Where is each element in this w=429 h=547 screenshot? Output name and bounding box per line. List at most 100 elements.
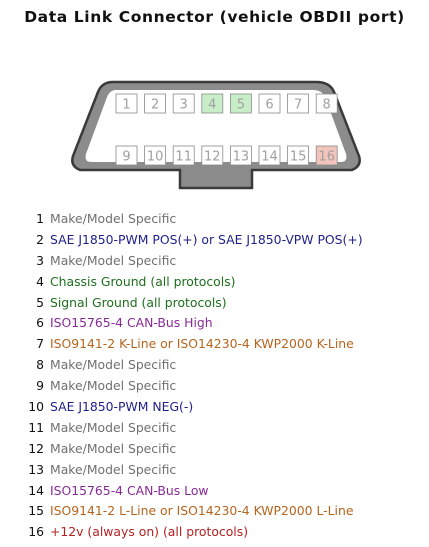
pin-8: 8 xyxy=(315,93,338,114)
legend-row: 12 Make/Model Specific xyxy=(28,438,363,459)
pin-slot xyxy=(287,145,310,166)
pin-16: 16 xyxy=(315,145,338,166)
pin-number: 3 xyxy=(36,252,44,268)
pin-number-label: 11 xyxy=(175,150,192,165)
pin-number-label: 9 xyxy=(122,150,130,165)
legend-row: 8 Make/Model Specific xyxy=(28,354,363,375)
pin-number-label: 3 xyxy=(180,98,188,113)
pin-number: 7 xyxy=(36,336,44,352)
pin-description: Make/Model Specific xyxy=(50,378,177,394)
pin-number: 14 xyxy=(28,482,44,498)
pin-slot xyxy=(172,93,195,114)
pin-description: Chassis Ground (all protocols) xyxy=(50,273,236,289)
pin-description: Signal Ground (all protocols) xyxy=(50,294,227,310)
pin-slot xyxy=(229,93,252,114)
legend-row: 1 Make/Model Specific xyxy=(28,208,363,229)
legend-row: 14 ISO15765-4 CAN-Bus Low xyxy=(28,480,363,501)
pin-slot xyxy=(201,93,224,114)
pin-number: 2 xyxy=(36,231,44,247)
pin-slot xyxy=(144,145,167,166)
pin-slot xyxy=(315,93,338,114)
pin-description: Make/Model Specific xyxy=(50,357,177,373)
pin-description: Make/Model Specific xyxy=(50,419,177,435)
pin-description: SAE J1850-PWM NEG(-) xyxy=(50,398,194,414)
pin-number-label: 7 xyxy=(294,98,302,113)
pin-description: SAE J1850-PWM POS(+) or SAE J1850-VPW PO… xyxy=(50,231,363,247)
pin-slot xyxy=(287,93,310,114)
pin-number: 1 xyxy=(36,210,44,226)
pin-number-label: 16 xyxy=(318,150,335,165)
pin-slot xyxy=(115,93,138,114)
legend-row: 6 ISO15765-4 CAN-Bus High xyxy=(28,312,363,333)
pin-number: 13 xyxy=(28,461,44,477)
pin-number-label: 8 xyxy=(323,98,331,113)
pin-number-label: 6 xyxy=(265,98,273,113)
pin-slot xyxy=(258,93,281,114)
legend-row: 10 SAE J1850-PWM NEG(-) xyxy=(28,396,363,417)
pin-9: 9 xyxy=(115,145,138,166)
pin-3: 3 xyxy=(172,93,195,114)
pin-12: 12 xyxy=(201,145,224,166)
pin-number: 8 xyxy=(36,357,44,373)
pin-number: 15 xyxy=(28,503,44,519)
pin-number-label: 10 xyxy=(147,150,164,165)
pin-slot xyxy=(258,145,281,166)
legend-row: 15 ISO9141-2 L-Line or ISO14230-4 KWP2000… xyxy=(28,500,363,521)
legend-row: 13 Make/Model Specific xyxy=(28,459,363,480)
pin-description: ISO9141-2 L-Line or ISO14230-4 KWP2000 L… xyxy=(50,503,354,519)
legend-row: 9 Make/Model Specific xyxy=(28,375,363,396)
pin-number: 6 xyxy=(36,315,44,331)
pin-6: 6 xyxy=(258,93,281,114)
pin-number-label: 5 xyxy=(237,98,245,113)
legend-row: 3 Make/Model Specific xyxy=(28,250,363,271)
pin-13: 13 xyxy=(229,145,252,166)
pin-5: 5 xyxy=(229,93,252,114)
pin-number-label: 14 xyxy=(261,150,278,165)
pin-description: ISO15765-4 CAN-Bus High xyxy=(50,315,213,331)
pin-number: 5 xyxy=(36,294,44,310)
pin-number-label: 13 xyxy=(233,150,250,165)
pin-number-label: 2 xyxy=(151,98,159,113)
pin-10: 10 xyxy=(144,145,167,166)
pin-number: 12 xyxy=(28,440,44,456)
pin-7: 7 xyxy=(287,93,310,114)
legend-row: 5 Signal Ground (all protocols) xyxy=(28,292,363,313)
pin-description: ISO9141-2 K-Line or ISO14230-4 KWP2000 K… xyxy=(50,336,354,352)
pin-description: Make/Model Specific xyxy=(50,461,177,477)
pin-slot xyxy=(144,93,167,114)
legend-row: 2 SAE J1850-PWM POS(+) or SAE J1850-VPW P… xyxy=(28,229,363,250)
pin-slot xyxy=(315,145,338,166)
pin-number-label: 15 xyxy=(290,150,307,165)
pin-description: +12v (always on) (all protocols) xyxy=(50,524,249,540)
pin-number: 16 xyxy=(28,524,44,540)
page-title: Data Link Connector (vehicle OBDII port) xyxy=(24,8,405,26)
pin-number: 9 xyxy=(36,378,44,394)
pin-number-label: 1 xyxy=(122,98,130,113)
pin-slot xyxy=(172,145,195,166)
pin-15: 15 xyxy=(287,145,310,166)
pin-number-label: 4 xyxy=(208,98,216,113)
pin-description: ISO15765-4 CAN-Bus Low xyxy=(50,482,209,498)
pin-slot xyxy=(229,145,252,166)
legend-row: 11 Make/Model Specific xyxy=(28,417,363,438)
pin-description: Make/Model Specific xyxy=(50,210,177,226)
pin-slot xyxy=(115,145,138,166)
pin-slot xyxy=(201,145,224,166)
legend-row: 4 Chassis Ground (all protocols) xyxy=(28,271,363,292)
pin-1: 1 xyxy=(115,93,138,114)
pin-14: 14 xyxy=(258,145,281,166)
legend-row: 16 +12v (always on) (all protocols) xyxy=(28,521,363,542)
pin-2: 2 xyxy=(144,93,167,114)
pin-number: 4 xyxy=(36,273,44,289)
pin-number: 11 xyxy=(28,419,44,435)
pin-number: 10 xyxy=(28,398,44,414)
legend-row: 7 ISO9141-2 K-Line or ISO14230-4 KWP2000 … xyxy=(28,333,363,354)
pin-4: 4 xyxy=(201,93,224,114)
pin-description: Make/Model Specific xyxy=(50,440,177,456)
pin-description: Make/Model Specific xyxy=(50,252,177,268)
pin-number-label: 12 xyxy=(204,150,221,165)
pin-11: 11 xyxy=(172,145,195,166)
